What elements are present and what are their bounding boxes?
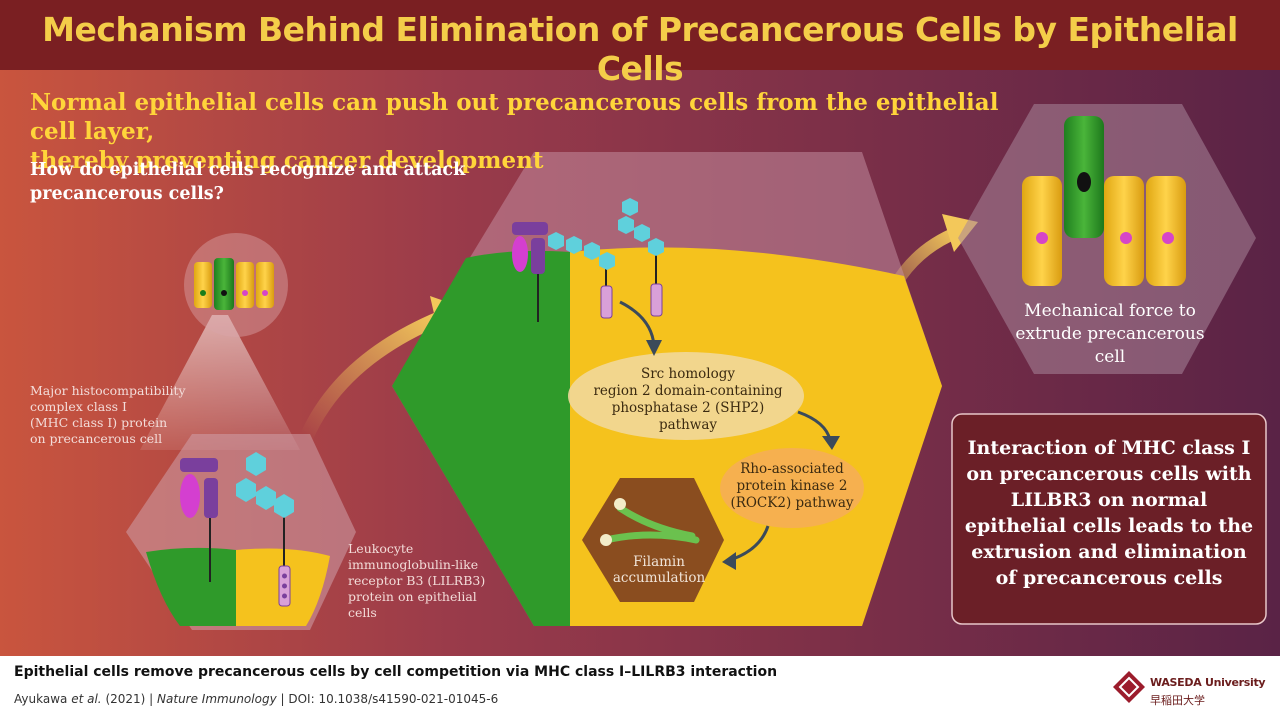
- waseda-logo-icon: [1113, 671, 1145, 703]
- mhc-label-line: (MHC class I) protein: [30, 415, 168, 430]
- conclusion-box: [951, 413, 1267, 625]
- lilrb3-label-line: receptor B3 (LILRB3): [348, 573, 486, 588]
- conclusion-line: Interaction of MHC class I: [967, 437, 1251, 459]
- headline-line: Normal epithelial cells can push out pre…: [30, 89, 999, 145]
- rock2-oval: [720, 448, 864, 528]
- shp2-label-line: Src homology: [640, 366, 736, 382]
- lilrb3-receptor-icon: [236, 452, 294, 607]
- lilrb3-label: Leukocyte immunoglobulin-like receptor B…: [348, 541, 498, 621]
- question-line: How do epithelial cells recognize and at…: [30, 160, 466, 180]
- lilrb3-label-line: immunoglobulin-like: [348, 557, 479, 572]
- shp2-oval: [568, 352, 804, 440]
- cell-boundary-detail: [146, 547, 330, 626]
- shp2-pathway-label: Src homology region 2 domain-containing …: [568, 366, 808, 434]
- conclusion-line: extrusion and elimination: [971, 541, 1247, 563]
- lilrb3-label-line: protein on epithelial: [348, 589, 477, 604]
- mechanical-force-label: Mechanical force to extrude precancerous…: [990, 300, 1230, 369]
- filamin-label: Filamin accumulation: [604, 554, 714, 586]
- conclusion-line: LILBR3 on normal: [1010, 489, 1208, 511]
- filamin-label-line: accumulation: [612, 570, 706, 586]
- headline-line: thereby preventing cancer development: [30, 147, 544, 174]
- lilrb3-label-line: Leukocyte: [348, 541, 414, 556]
- footer-caption: Epithelial cells remove precancerous cel…: [14, 664, 778, 680]
- shp2-label-line: region 2 domain-containing: [593, 383, 783, 399]
- citation-journal: Nature Immunology: [157, 692, 277, 706]
- title-bar: [0, 0, 1280, 70]
- filamin-label-line: Filamin: [633, 554, 685, 570]
- rock2-label-line: protein kinase 2: [736, 478, 848, 494]
- filamin-icon: [600, 498, 700, 546]
- cell-layer-mini: [194, 258, 274, 310]
- footer-citation: Ayukawa et al. (2021) | Nature Immunolog…: [14, 692, 498, 706]
- lilrb3-label-line: cells: [348, 605, 377, 620]
- rock2-label-line: Rho-associated: [740, 461, 844, 477]
- headline: Normal epithelial cells can push out pre…: [30, 88, 1030, 175]
- conclusion-line: on precancerous cells with: [966, 463, 1252, 485]
- citation-year: (2021) |: [105, 692, 154, 706]
- mhc-protein-large: [512, 222, 548, 322]
- zoom-beam: [140, 315, 300, 450]
- shp2-label-line: phosphatase 2 (SHP2): [611, 400, 765, 416]
- citation-doi: | DOI: 10.1038/s41590-021-01045-6: [280, 692, 499, 706]
- rock2-label-line: (ROCK2) pathway: [730, 495, 854, 511]
- mhc-protein-icon: [180, 458, 218, 582]
- conclusion-text: Interaction of MHC class I on precancero…: [964, 435, 1254, 591]
- brand-name-jp: 早稲田大学: [1150, 694, 1205, 707]
- conclusion-line: of precancerous cells: [995, 567, 1223, 589]
- mhc-label-line: on precancerous cell: [30, 431, 163, 446]
- rock2-pathway-label: Rho-associated protein kinase 2 (ROCK2) …: [722, 461, 862, 512]
- question-line: precancerous cells?: [30, 184, 224, 204]
- page-title: Mechanism Behind Elimination of Precance…: [42, 10, 1238, 88]
- extrusion-cells: [1022, 116, 1186, 286]
- citation-authors: Ayukawa: [14, 692, 68, 706]
- citation-etal: et al.: [71, 692, 102, 706]
- shp2-label-line: pathway: [658, 417, 718, 433]
- mechanical-label-line: Mechanical force to: [1024, 301, 1196, 321]
- brand-name-en: WASEDA University: [1150, 676, 1266, 689]
- mhc-label-line: complex class I: [30, 399, 127, 414]
- mechanical-label-line: cell: [1094, 347, 1126, 367]
- mhc-label-line: Major histocompatibility: [30, 383, 186, 398]
- conclusion-line: epithelial cells leads to the: [964, 515, 1254, 537]
- arrow-icon: [299, 311, 447, 445]
- question-text: How do epithelial cells recognize and at…: [30, 158, 500, 206]
- mhc-label: Major histocompatibility complex class I…: [30, 383, 210, 447]
- lilrb3-receptor-large: [548, 198, 664, 319]
- mechanical-label-line: extrude precancerous: [1015, 324, 1205, 344]
- pathway-arrow-1-head: [646, 340, 662, 356]
- pathway-arrow-3-head: [722, 552, 736, 570]
- pathway-arrow-2-head: [822, 436, 840, 450]
- infographic-canvas: [0, 0, 1280, 656]
